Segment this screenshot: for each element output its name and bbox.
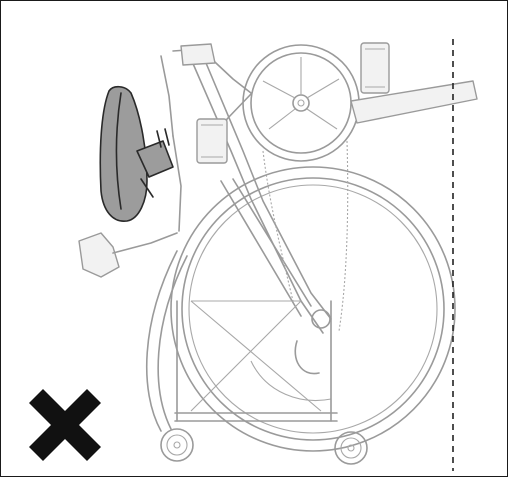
rear-hub [294, 309, 331, 375]
saddle [99, 85, 148, 222]
roller-wheel-right [334, 431, 368, 465]
crank-arm [350, 80, 478, 124]
seat-clamp [136, 128, 174, 198]
rear-rack [174, 300, 338, 422]
front-wheel [145, 250, 188, 432]
chainring [212, 44, 360, 162]
main-frame [160, 43, 332, 334]
pedal-lower [196, 118, 228, 164]
chain [262, 140, 349, 332]
cross-mark-icon [29, 389, 101, 461]
rear-wheel [170, 166, 456, 452]
handlebar-grip [78, 232, 178, 278]
pedal-upper [360, 42, 390, 94]
roller-wheel-left [160, 428, 194, 462]
